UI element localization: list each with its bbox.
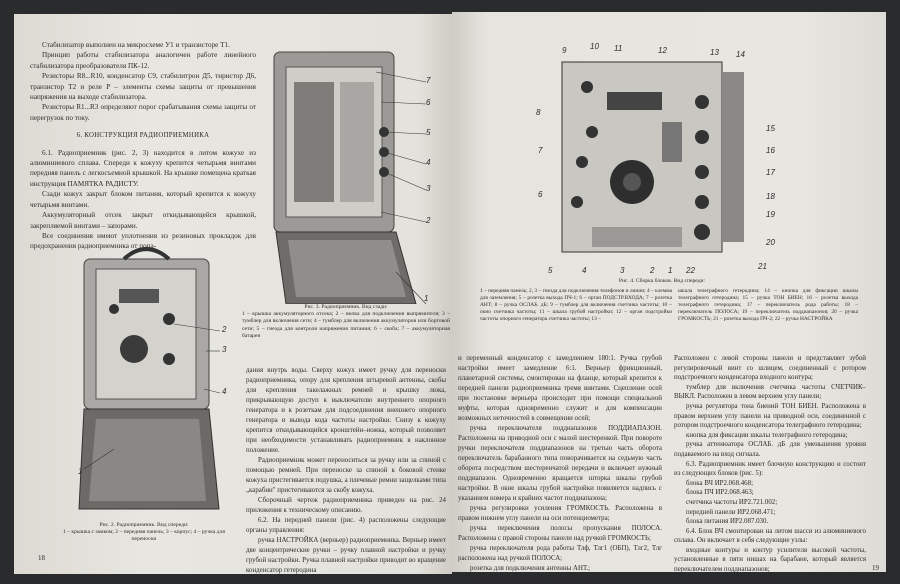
text-column-1: и переменный конденсатор с замедлением 1… [458, 354, 662, 584]
paragraph: Сзади кожух закрыт блоком питания, котор… [30, 190, 256, 209]
paragraph: Сборочный чертеж радиоприемника приведен… [246, 497, 446, 514]
callout-label: 12 [658, 46, 667, 55]
paragraph: и переменный конденсатор с замедлением 1… [458, 355, 662, 422]
callout-label: 19 [766, 210, 775, 219]
callout-label: 16 [766, 146, 775, 155]
callout-label: 5 [548, 266, 553, 275]
figure-3-caption: Рис. 3. Радиоприемник. Вид сзади: 1 – кр… [242, 304, 450, 340]
figure-4-block-assembly [532, 42, 752, 272]
callout-label: 3 [426, 184, 431, 193]
paragraph: входные контуры и контур усилителя высок… [674, 546, 866, 574]
figure-2-caption: Рис. 2. Радиоприемник. Вид спереди: 1 – … [54, 522, 234, 544]
callout-label: 3 [222, 345, 227, 354]
paragraph: Принцип работы стабилизатора аналогичен … [30, 51, 256, 70]
callout-label: 2 [650, 266, 655, 275]
paragraph: ручка НАСТРОЙКА (верньер) радиоприемника… [246, 537, 446, 574]
callout-label: 20 [766, 238, 775, 247]
paragraph: ручка переключателя поддиапазонов ПОДДИА… [458, 425, 662, 502]
paragraph: ручка регулятора тона биений ТОН БИЕН. Р… [674, 402, 866, 430]
left-page: Стабилизатор выполнен на микросхеме У1 и… [14, 14, 452, 574]
section-heading: 6. КОНСТРУКЦИЯ РАДИОПРИЕМНИКА [76, 132, 210, 140]
intro-text: Стабилизатор выполнен на микросхеме У1 и… [30, 40, 256, 252]
paragraph: орган подстройки входного контура ПОДСТР… [470, 575, 630, 582]
caption-title: Рис. 3. Радиоприемник. Вид сзади: [304, 304, 388, 310]
paragraph: тумблер для включения счетчика частоты С… [674, 383, 866, 401]
paragraph: ручка регулировки усиления ГРОМКОСТЬ. Ра… [458, 505, 662, 522]
paragraph: Стабилизатор выполнен на микросхеме У1 и… [42, 41, 230, 49]
callout-label: 11 [614, 44, 623, 53]
paragraph: дания внутрь воды. Сверху кожух имеет ру… [246, 367, 446, 454]
paragraph: Радиоприемник может переноситься за ручк… [246, 457, 446, 494]
callout-label: 17 [766, 168, 775, 177]
callout-label: 10 [590, 42, 599, 51]
paragraph: блока питания ИР2.087.030. [686, 518, 769, 526]
paragraph: Все соединения имеют уплотнения из резин… [30, 231, 256, 251]
figure-4-caption: Рис. 4. Сборка блоков. Вид спереди: [618, 278, 706, 284]
caption-legend: 1 – крышка аккумуляторного отсека; 2 – в… [242, 311, 450, 339]
callout-label: 6 [538, 190, 543, 199]
paragraph: ручка аттенюатора ОСЛАБ. дБ для уменьшен… [674, 441, 866, 458]
paragraph: Аккумуляторный отсек закрыт откидывающей… [30, 211, 256, 230]
callout-label: 13 [710, 48, 719, 57]
callout-label: 8 [536, 108, 541, 117]
figure-2-radio-front: 2 3 4 1 [74, 239, 234, 517]
callout-label: 4 [426, 158, 431, 167]
page-number: 18 [38, 554, 45, 562]
page-number: 19 [872, 564, 879, 572]
caption-legend: 1 – крышка с замком; 2 – передняя панель… [62, 529, 225, 543]
paragraph: блока ПЧ ИР2.068.463; [686, 489, 754, 497]
paragraph: блока ВЧ ИР2.068.468; [686, 479, 753, 487]
paragraph: Резисторы R1...R3 определяют порог сраба… [30, 103, 256, 122]
text-column-2: Расположен с левой стороны панели и пред… [674, 354, 866, 584]
paragraph: Расположен с левой стороны панели и пред… [674, 355, 866, 382]
paragraph: 6.3. Радиоприемник имеет блочную констру… [674, 460, 866, 478]
callout-label: 15 [766, 124, 775, 133]
paragraph: ручка переключения полосы пропускания ПО… [458, 525, 662, 542]
callout-label: 6 [426, 98, 431, 107]
callout-label: 14 [736, 50, 745, 59]
callout-label: 9 [562, 46, 567, 55]
callout-label: 22 [686, 266, 695, 275]
callout-label: 4 [222, 387, 227, 396]
callout-label: 2 [222, 325, 227, 334]
callout-label: 1 [78, 467, 83, 476]
callout-label: 5 [426, 128, 431, 137]
callout-label: 18 [766, 192, 775, 201]
figure-4-legend-left: 1 – передняя панель; 2, 3 – гнезда для п… [480, 288, 672, 322]
paragraph: счетчика частоты ИР2.721.002; [686, 498, 778, 506]
paragraph: 6.1. Радиоприемник (рис. 2, 3) находится… [30, 148, 256, 188]
callout-label: 7 [426, 76, 431, 85]
callout-label: 3 [620, 266, 625, 275]
paragraph: конденсатор переменной емкости; [686, 575, 787, 583]
callout-label: 7 [538, 146, 543, 155]
paragraph: 6.4. Блок ВЧ смонтирован на литом шасси … [674, 527, 866, 545]
callout-label: 2 [426, 216, 431, 225]
caption-title: Рис. 2. Радиоприемник. Вид спереди: [99, 522, 189, 528]
right-page: 9 10 11 12 13 14 8 15 16 7 17 6 18 19 20… [452, 12, 886, 583]
paragraph: 6.2. На передней панели (рис. 4) располо… [246, 517, 446, 534]
continued-text: дания внутрь воды. Сверху кожух имеет ру… [246, 366, 446, 576]
paragraph: Резисторы R8...R10, конденсатор С9, стаб… [30, 72, 256, 102]
paragraph: кнопка для фиксации шкалы телеграфного г… [686, 431, 848, 439]
figure-3-radio-rear: 7 6 5 4 3 2 1 [266, 42, 430, 304]
paragraph: ручка переключателя рода работы Тлф, Тлг… [458, 545, 662, 562]
paragraph: розетка для подключения антенны АНТ.; [470, 565, 591, 572]
callout-label: 1 [668, 266, 673, 275]
callout-label: 4 [582, 266, 587, 275]
callout-label: 1 [424, 294, 429, 303]
callout-label: 21 [758, 262, 767, 271]
paragraph: передней панели ИР2.068.471; [686, 508, 776, 516]
figure-4-legend-right: шкала телеграфного гетеродина; 14 – кноп… [678, 288, 858, 322]
